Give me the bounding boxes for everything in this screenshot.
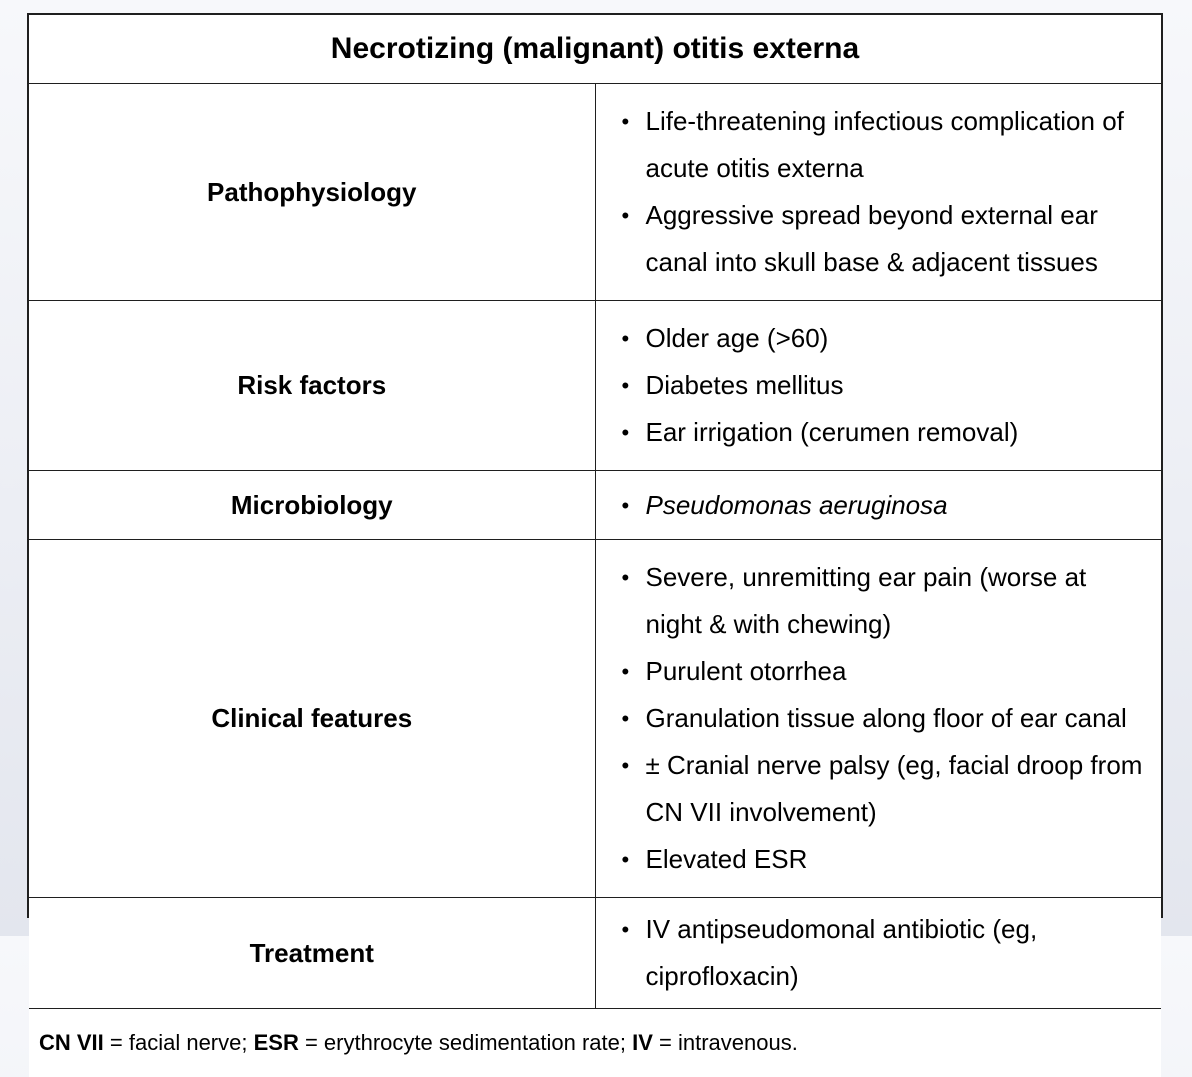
bullet-list: •Life-threatening infectious complicatio… [596,84,1162,300]
list-item: •IV antipseudomonal antibiotic (eg, cipr… [646,906,1144,1000]
bullet-icon: • [622,554,630,601]
table-row-treatment: Treatment •IV antipseudomonal antibiotic… [29,898,1161,1009]
table-row-risk-factors: Risk factors •Older age (>60) •Diabetes … [29,301,1161,471]
table-row-pathophysiology: Pathophysiology •Life-threatening infect… [29,84,1161,301]
row-label-pathophysiology: Pathophysiology [29,84,595,301]
list-item: •Pseudomonas aeruginosa [646,482,1144,529]
bullet-icon: • [622,836,630,883]
summary-table-frame: Necrotizing (malignant) otitis externa P… [27,13,1163,918]
title-row: Necrotizing (malignant) otitis externa [29,15,1161,84]
bullet-icon: • [622,906,630,953]
row-content-risk-factors: •Older age (>60) •Diabetes mellitus •Ear… [595,301,1161,471]
bullet-icon: • [622,742,630,789]
table-row-microbiology: Microbiology • Pseudomonas aeruginosa [29,471,1161,540]
bullet-icon: • [622,315,630,362]
bullet-list: •IV antipseudomonal antibiotic (eg, cipr… [596,898,1162,1008]
list-item: •Life-threatening infectious complicatio… [646,98,1144,192]
list-item: •Granulation tissue along floor of ear c… [646,695,1144,742]
bullet-icon: • [622,98,630,145]
list-item: •Aggressive spread beyond external ear c… [646,192,1144,286]
footnote: CN VII = facial nerve; ESR = erythrocyte… [29,1009,1161,1077]
row-content-microbiology: • Pseudomonas aeruginosa [595,471,1161,540]
bullet-icon: • [622,648,630,695]
bullet-list: •Older age (>60) •Diabetes mellitus •Ear… [596,301,1162,470]
table-title: Necrotizing (malignant) otitis externa [29,15,1161,84]
bullet-list: • Pseudomonas aeruginosa [596,474,1162,537]
footnote-row: CN VII = facial nerve; ESR = erythrocyte… [29,1009,1161,1077]
bullet-icon: • [622,482,630,529]
row-label-risk-factors: Risk factors [29,301,595,471]
list-item: •Elevated ESR [646,836,1144,883]
bullet-icon: • [622,362,630,409]
organism-name: Pseudomonas aeruginosa [646,490,948,520]
list-item: •Purulent otorrhea [646,648,1144,695]
list-item: •Severe, unremitting ear pain (worse at … [646,554,1144,648]
bullet-icon: • [622,695,630,742]
row-label-microbiology: Microbiology [29,471,595,540]
list-item: •± Cranial nerve palsy (eg, facial droop… [646,742,1144,836]
row-content-pathophysiology: •Life-threatening infectious complicatio… [595,84,1161,301]
bullet-icon: • [622,192,630,239]
table-row-clinical-features: Clinical features •Severe, unremitting e… [29,540,1161,898]
list-item: •Diabetes mellitus [646,362,1144,409]
row-content-treatment: •IV antipseudomonal antibiotic (eg, cipr… [595,898,1161,1009]
footnote-abbr-iv: IV [632,1030,653,1055]
footnote-abbr-cn7: CN VII [39,1030,104,1055]
footnote-abbr-esr: ESR [254,1030,299,1055]
list-item: •Older age (>60) [646,315,1144,362]
bullet-icon: • [622,409,630,456]
bullet-list: •Severe, unremitting ear pain (worse at … [596,540,1162,897]
row-content-clinical-features: •Severe, unremitting ear pain (worse at … [595,540,1161,898]
row-label-clinical-features: Clinical features [29,540,595,898]
list-item: •Ear irrigation (cerumen removal) [646,409,1144,456]
summary-table: Necrotizing (malignant) otitis externa P… [29,15,1161,1077]
row-label-treatment: Treatment [29,898,595,1009]
